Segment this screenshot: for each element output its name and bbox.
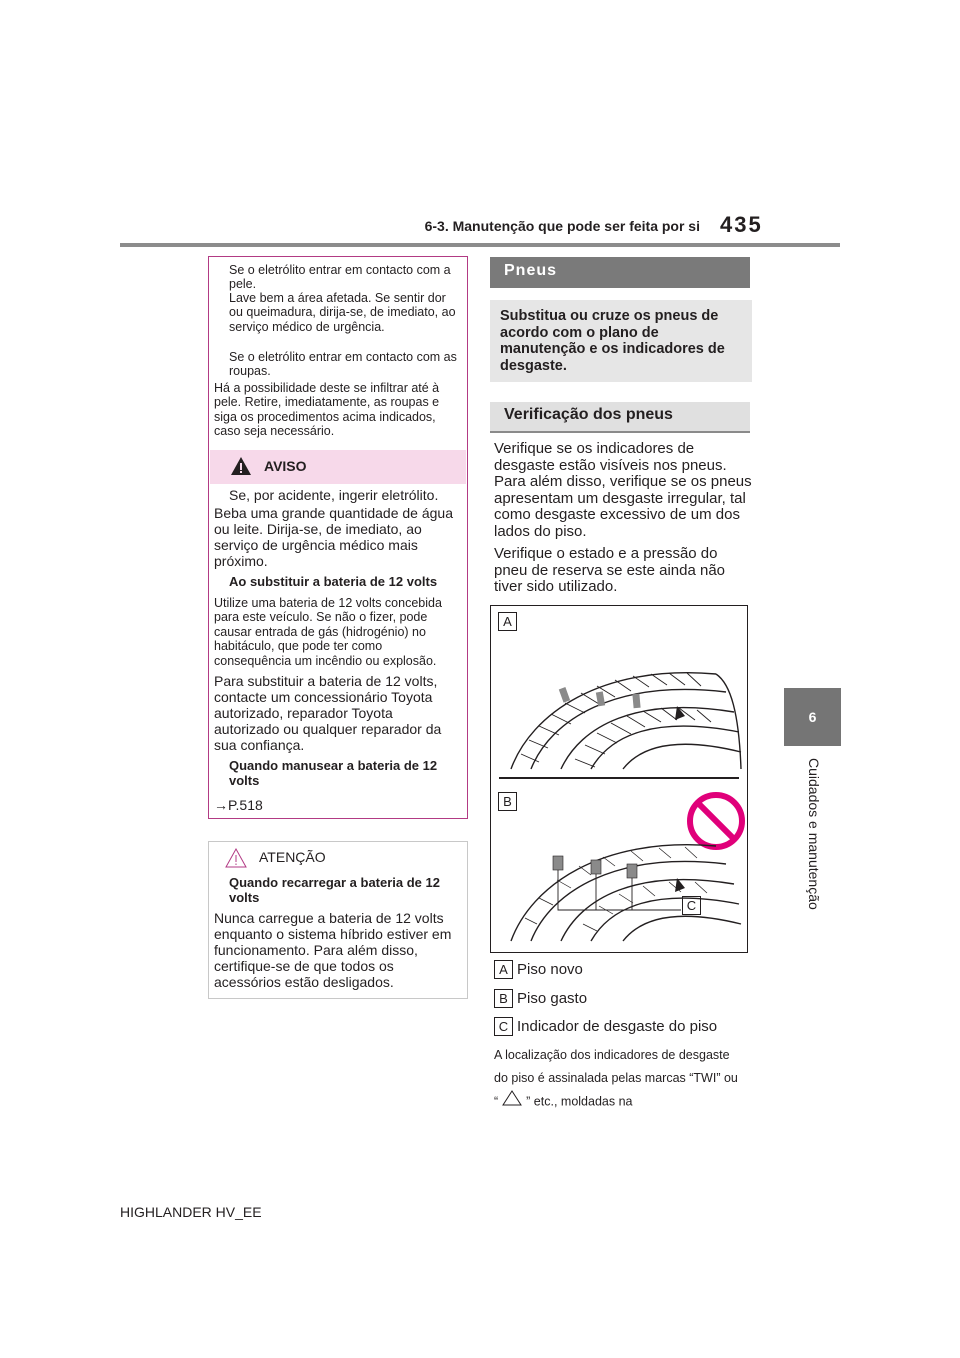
caution-triangle-icon xyxy=(225,847,247,871)
legend-key-b: B xyxy=(494,989,513,1008)
aviso-header: AVISO xyxy=(210,450,466,484)
arrow-right-icon: → xyxy=(214,797,228,813)
handle-ref-text: P.518 xyxy=(228,797,263,813)
replace-text1: Utilize uma bateria de 12 volts concebid… xyxy=(214,596,442,668)
figure-label-a: A xyxy=(498,612,517,631)
pneus-title-bar xyxy=(490,257,750,288)
section-title-bar xyxy=(490,402,750,433)
worn-tread-illustration xyxy=(510,844,742,942)
figure-divider xyxy=(499,777,739,779)
tire-figure: A B C xyxy=(490,605,748,953)
attention-label: ATENÇÃO xyxy=(259,849,326,865)
page-number: 435 xyxy=(720,212,763,237)
skin-heading: Se o eletrólito entrar em contacto com a… xyxy=(229,263,451,292)
prohibited-icon xyxy=(687,792,745,850)
chapter-tab-label: Cuidados e manutenção xyxy=(806,758,822,910)
footer-model: HIGHLANDER HV_EE xyxy=(120,1204,262,1220)
clothes-text: Há a possibilidade deste se infiltrar at… xyxy=(214,381,440,439)
legend-text-c: Indicador de desgaste do piso xyxy=(517,1018,718,1035)
clothes-heading: Se o eletrólito entrar em contacto com a… xyxy=(229,350,457,379)
subtitle-box xyxy=(490,300,752,382)
handle-heading: Quando manusear a bateria de 12 volts xyxy=(229,758,438,788)
attention-heading: Quando recarregar a bateria de 12 volts xyxy=(229,875,440,905)
paragraph-wear-indicators: Verifique se os indicadores de desgaste … xyxy=(494,440,752,540)
legend-key-a: A xyxy=(494,960,513,979)
paragraph-spare-tire: Verifique o estado e a pressão do pneu d… xyxy=(494,545,725,595)
warning-box: Se o eletrólito entrar em contacto com a… xyxy=(208,256,468,819)
handle-ref[interactable]: →P.518 xyxy=(214,797,457,813)
legend-text-b: Piso gasto xyxy=(517,990,588,1007)
twi-note-text-after: ” etc., moldadas na xyxy=(526,1094,633,1109)
attention-text: Nunca carregue a bateria de 12 volts enq… xyxy=(214,910,452,991)
twi-note-text-before: A localização dos indicadores de desgast… xyxy=(494,1048,738,1109)
new-tread-illustration xyxy=(510,672,742,770)
chapter-tab[interactable]: 6 xyxy=(784,688,841,746)
ingest-heading: Se, por acidente, ingerir eletrólito. xyxy=(229,487,439,503)
pneus-title: Pneus xyxy=(504,262,558,279)
skin-text: Lave bem a área afetada. Se sentir dor o… xyxy=(229,291,456,334)
replace-heading: Ao substituir a bateria de 12 volts xyxy=(229,574,438,589)
ingest-text: Beba uma grande quantidade de água ou le… xyxy=(214,505,453,570)
legend-text-a: Piso novo xyxy=(517,961,583,978)
attention-box: ATENÇÃO Quando recarregar a bateria de 1… xyxy=(208,841,468,999)
replace-text2: Para substituir a bateria de 12 volts, c… xyxy=(214,673,442,754)
subtitle-text: Substitua ou cruze os pneus de acordo co… xyxy=(500,308,725,375)
twi-triangle-icon xyxy=(502,1090,523,1114)
legend-key-c: C xyxy=(494,1017,513,1036)
header-rule xyxy=(120,243,840,247)
warning-triangle-icon xyxy=(230,456,252,479)
section-title: Verificação dos pneus xyxy=(504,406,673,423)
aviso-label: AVISO xyxy=(264,458,307,474)
section-header: 6-3. Manutenção que pode ser feita por s… xyxy=(424,218,700,234)
figure-label-c: C xyxy=(682,896,701,915)
figure-label-b: B xyxy=(498,792,517,811)
twi-note: A localização dos indicadores de desgast… xyxy=(494,1044,744,1114)
